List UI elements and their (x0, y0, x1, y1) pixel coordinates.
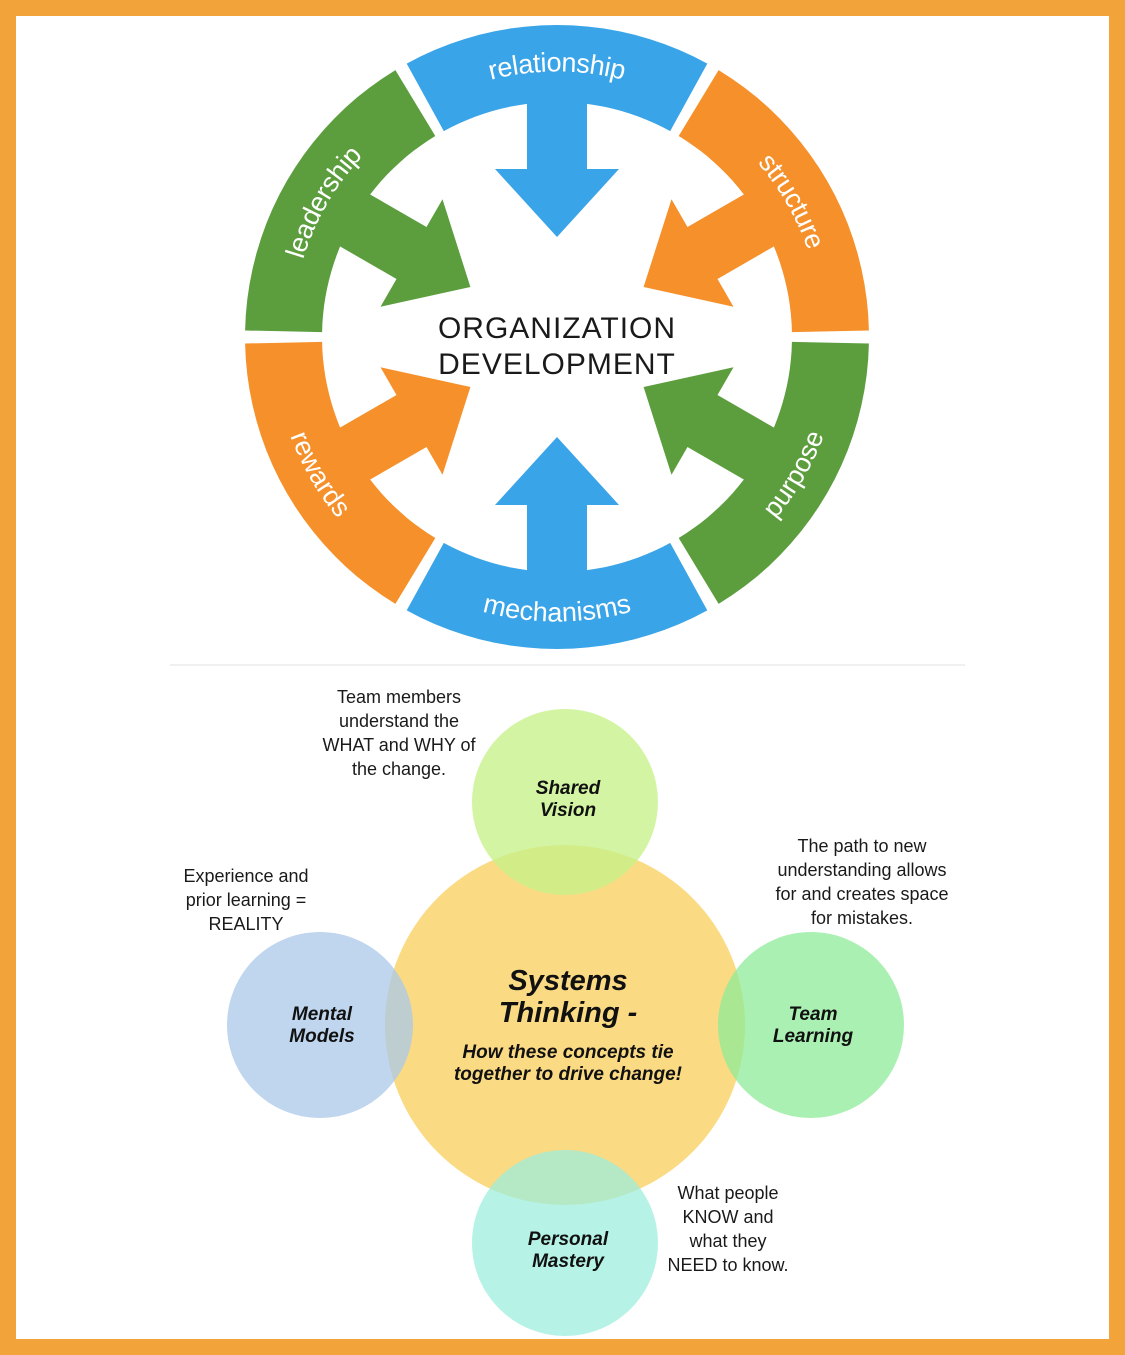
shared-vision-note: Team members understand the WHAT and WHY… (322, 687, 476, 779)
personal-mastery-label-line2: Mastery (532, 1251, 605, 1272)
hub-title-line1: Systems (508, 965, 627, 997)
mental-models-note-line: REALITY (208, 914, 283, 934)
personal-mastery-note-line: KNOW and (682, 1207, 773, 1227)
shared-vision-note-line: understand the (339, 711, 459, 731)
wheel-segment-mechanisms (406, 437, 708, 649)
team-learning-circle (718, 932, 904, 1118)
personal-mastery-circle (472, 1150, 658, 1336)
wheel-segment-leadership (245, 70, 471, 333)
shared-vision-label-line2: Vision (540, 800, 596, 821)
shared-vision-label-line1: Shared (536, 778, 601, 799)
personal-mastery-note-line: What people (677, 1183, 778, 1203)
team-learning-note-line: The path to new (797, 836, 927, 856)
wheel-segment-purpose (643, 341, 869, 604)
wheel-title-line2: DEVELOPMENT (438, 348, 676, 381)
mental-models-note-line: Experience and (183, 866, 308, 886)
mental-models-circle (227, 932, 413, 1118)
hub-title-line2: Thinking - (499, 997, 638, 1029)
team-learning-label-line1: Team (789, 1004, 838, 1025)
mental-models-note: Experience and prior learning = REALITY (183, 866, 308, 934)
team-learning-label-line2: Learning (773, 1026, 854, 1047)
shared-vision-note-line: Team members (337, 687, 461, 707)
hub-subtitle-line1: How these concepts tie (462, 1042, 674, 1063)
wheel-title-line1: ORGANIZATION (438, 312, 676, 345)
personal-mastery-note-line: NEED to know. (667, 1255, 788, 1275)
hub-subtitle-line2: together to drive change! (454, 1064, 682, 1085)
wheel-segment-relationship (406, 25, 708, 237)
mental-models-label-line1: Mental (292, 1004, 353, 1025)
shared-vision-circle (472, 709, 658, 895)
systems-thinking-diagram: Systems Thinking - How these concepts ti… (183, 687, 949, 1336)
personal-mastery-label-line1: Personal (528, 1229, 609, 1250)
wheel-segments: relationshipstructurepurposemechanismsre… (245, 25, 869, 649)
wheel-segment-rewards (245, 341, 471, 604)
team-learning-note-line: for and creates space (775, 884, 948, 904)
shared-vision-note-line: WHAT and WHY of (322, 735, 476, 755)
wheel-segment-structure (643, 70, 869, 333)
team-learning-note-line: for mistakes. (811, 908, 913, 928)
systems-thinking-hub (385, 845, 745, 1205)
personal-mastery-note-line: what they (688, 1231, 766, 1251)
mental-models-note-line: prior learning = (186, 890, 307, 910)
shared-vision-note-line: the change. (352, 759, 446, 779)
personal-mastery-note: What people KNOW and what they NEED to k… (667, 1183, 788, 1275)
team-learning-note: The path to new understanding allows for… (775, 836, 948, 928)
team-learning-note-line: understanding allows (777, 860, 946, 880)
mental-models-label-line2: Models (289, 1026, 354, 1047)
